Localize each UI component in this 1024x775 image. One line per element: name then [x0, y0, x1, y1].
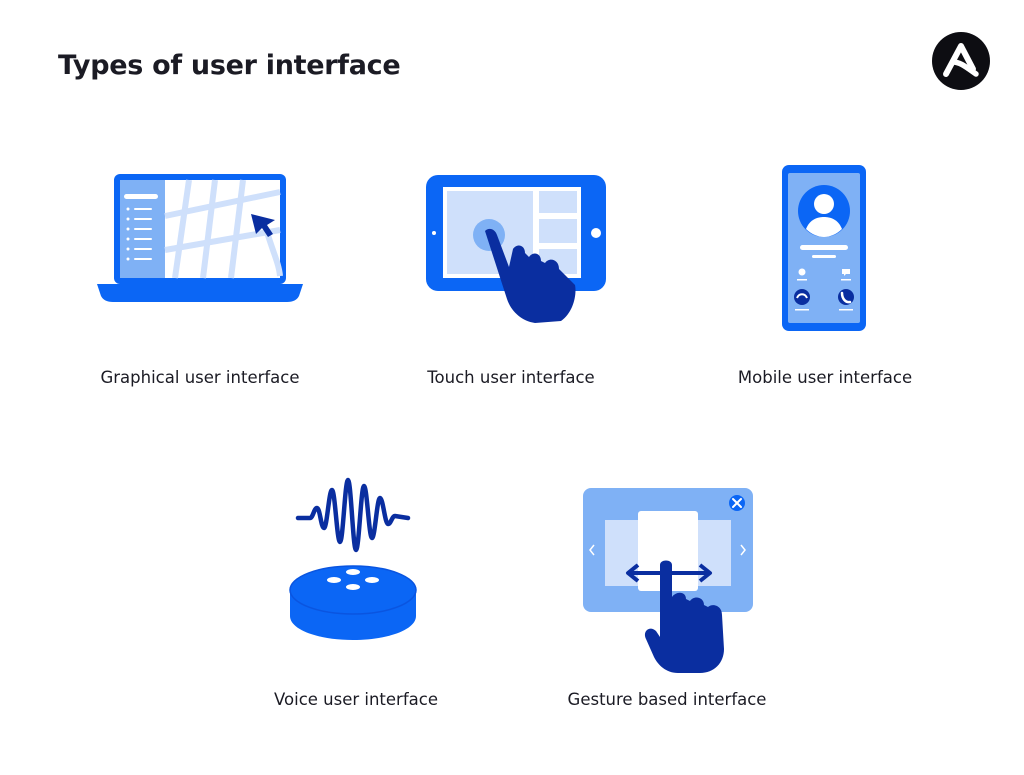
brand-a-logo-icon — [932, 32, 990, 90]
smart-speaker-soundwave-icon — [289, 477, 417, 640]
smartphone-call-icon — [782, 165, 866, 331]
laptop-map-cursor-icon — [97, 174, 303, 302]
touch-ui-label: Touch user interface — [427, 368, 595, 387]
graphical-ui-label: Graphical user interface — [100, 368, 300, 387]
gesture-ui-label: Gesture based interface — [567, 690, 767, 709]
tablet-touch-hand-icon — [426, 175, 606, 323]
page-title: Types of user interface — [58, 50, 401, 81]
voice-ui-label: Voice user interface — [274, 690, 438, 709]
swipe-gesture-hand-icon — [583, 488, 753, 673]
mobile-ui-label: Mobile user interface — [737, 368, 913, 387]
